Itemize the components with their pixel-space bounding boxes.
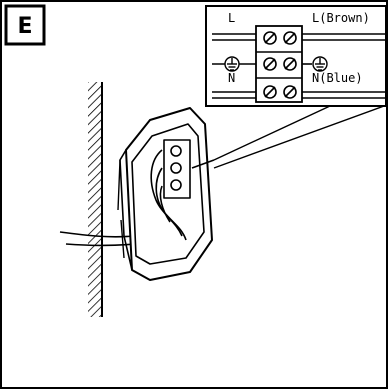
step-letter: E <box>17 14 32 39</box>
supply-cable <box>59 231 136 247</box>
wall <box>88 82 103 317</box>
wiring-callout: L N L(Brown) N(Blue) <box>205 5 387 107</box>
socket-body <box>117 107 215 281</box>
label-live-left: L <box>228 11 235 25</box>
label-live-brown: L(Brown) <box>312 11 370 25</box>
terminal-screw-icon <box>263 31 297 99</box>
label-neutral-left: N <box>228 71 235 85</box>
outgoing-wires <box>302 33 386 99</box>
earth-symbol-icon <box>224 56 328 72</box>
callout-leaders <box>213 105 385 169</box>
step-badge: E <box>4 4 46 46</box>
label-neutral-blue: N(Blue) <box>312 71 363 85</box>
